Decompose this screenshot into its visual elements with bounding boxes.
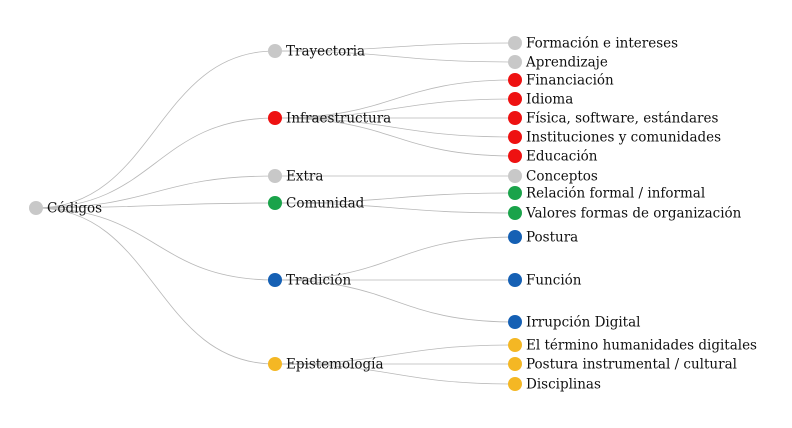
code-node-irrupcion-digital-dot: [508, 315, 522, 329]
tree-link: [35, 202, 276, 209]
code-node-irrupcion-digital: Irrupción Digital: [508, 315, 640, 331]
tree-link: [274, 236, 516, 281]
code-node-educacion-dot: [508, 149, 522, 163]
category-node-tradicion: Tradición: [268, 273, 351, 289]
category-node-epistemologia: Epistemología: [268, 357, 384, 373]
code-node-conceptos-label: Conceptos: [526, 169, 598, 185]
category-node-trayectoria-dot: [268, 44, 282, 58]
category-node-comunidad: Comunidad: [268, 196, 365, 212]
code-node-el-termino-humanidades-digitales-dot: [508, 338, 522, 352]
code-node-postura-instrumental-cultural-dot: [508, 357, 522, 371]
code-node-relacion-formal-informal-dot: [508, 186, 522, 200]
code-node-valores-formas-de-organizacion: Valores formas de organización: [508, 206, 742, 222]
category-node-trayectoria: Trayectoria: [268, 44, 365, 60]
code-node-financiacion-dot: [508, 73, 522, 87]
root-node-codigos-dot: [29, 201, 43, 215]
tree-link: [35, 50, 276, 209]
code-node-aprendizaje: Aprendizaje: [508, 55, 608, 71]
code-node-conceptos-dot: [508, 169, 522, 183]
tree-link: [274, 79, 516, 119]
code-node-funcion: Función: [508, 273, 582, 289]
root-node-codigos: Códigos: [29, 201, 102, 217]
code-node-fisica-software-estandares-dot: [508, 111, 522, 125]
code-node-aprendizaje-label: Aprendizaje: [525, 55, 608, 71]
tree-link: [274, 202, 516, 214]
tree-link: [35, 207, 276, 281]
code-node-el-termino-humanidades-digitales-label: El término humanidades digitales: [526, 338, 757, 354]
tree-link: [35, 207, 276, 365]
code-node-irrupcion-digital-label: Irrupción Digital: [526, 315, 640, 331]
tree-link: [274, 344, 516, 365]
code-node-postura-label: Postura: [526, 230, 578, 246]
code-node-idioma-dot: [508, 92, 522, 106]
category-node-comunidad-dot: [268, 196, 282, 210]
code-node-educacion: Educación: [508, 149, 598, 165]
code-node-financiacion-label: Financiación: [526, 73, 614, 89]
code-node-instituciones-y-comunidades-dot: [508, 130, 522, 144]
code-node-disciplinas-dot: [508, 377, 522, 391]
tree-link: [274, 42, 516, 52]
category-node-extra-label: Extra: [286, 169, 323, 185]
tree-link: [274, 117, 516, 138]
code-node-instituciones-y-comunidades: Instituciones y comunidades: [508, 130, 721, 146]
tree-link: [274, 363, 516, 385]
code-node-funcion-label: Función: [526, 273, 582, 289]
code-node-aprendizaje-dot: [508, 55, 522, 69]
code-node-postura-dot: [508, 230, 522, 244]
code-node-el-termino-humanidades-digitales: El término humanidades digitales: [508, 338, 757, 354]
code-node-formacion-e-intereses: Formación e intereses: [508, 36, 678, 52]
code-node-fisica-software-estandares: Física, software, estándares: [508, 111, 718, 127]
code-node-funcion-dot: [508, 273, 522, 287]
tree-link: [274, 192, 516, 204]
category-node-extra-dot: [268, 169, 282, 183]
code-node-conceptos: Conceptos: [508, 169, 598, 185]
tree-links: [35, 42, 516, 385]
code-node-formacion-e-intereses-dot: [508, 36, 522, 50]
category-node-epistemologia-dot: [268, 357, 282, 371]
code-node-relacion-formal-informal: Relación formal / informal: [508, 186, 705, 202]
category-node-tradicion-label: Tradición: [286, 273, 351, 289]
category-node-tradicion-dot: [268, 273, 282, 287]
code-node-formacion-e-intereses-label: Formación e intereses: [526, 36, 678, 52]
code-node-disciplinas: Disciplinas: [508, 377, 601, 393]
tree-link: [274, 117, 516, 157]
code-node-idioma-label: Idioma: [526, 92, 573, 108]
code-node-idioma: Idioma: [508, 92, 573, 108]
code-node-educacion-label: Educación: [526, 149, 598, 165]
code-node-disciplinas-label: Disciplinas: [526, 377, 601, 393]
tree-link: [274, 50, 516, 63]
code-node-postura-instrumental-cultural: Postura instrumental / cultural: [508, 357, 737, 373]
tree-link: [35, 175, 276, 209]
code-node-valores-formas-de-organizacion-dot: [508, 206, 522, 220]
code-node-valores-formas-de-organizacion-label: Valores formas de organización: [525, 206, 742, 222]
code-node-financiacion: Financiación: [508, 73, 614, 89]
category-node-extra: Extra: [268, 169, 323, 185]
root-node-codigos-label: Códigos: [47, 201, 102, 217]
category-node-infraestructura-label: Infraestructura: [286, 111, 391, 127]
category-node-trayectoria-label: Trayectoria: [286, 44, 365, 60]
category-node-epistemologia-label: Epistemología: [286, 357, 384, 373]
tree-link: [35, 117, 276, 209]
category-node-infraestructura-dot: [268, 111, 282, 125]
tree-nodes: Códigos Trayectoria Formación e interesesA…: [29, 36, 757, 393]
code-node-postura: Postura: [508, 230, 578, 246]
category-node-comunidad-label: Comunidad: [286, 196, 365, 212]
code-node-postura-instrumental-cultural-label: Postura instrumental / cultural: [526, 357, 737, 373]
category-node-infraestructura: Infraestructura: [268, 111, 391, 127]
code-node-fisica-software-estandares-label: Física, software, estándares: [526, 111, 718, 127]
code-node-instituciones-y-comunidades-label: Instituciones y comunidades: [526, 130, 721, 146]
code-node-relacion-formal-informal-label: Relación formal / informal: [526, 186, 705, 202]
tree-link: [274, 98, 516, 119]
tree-link: [274, 279, 516, 323]
